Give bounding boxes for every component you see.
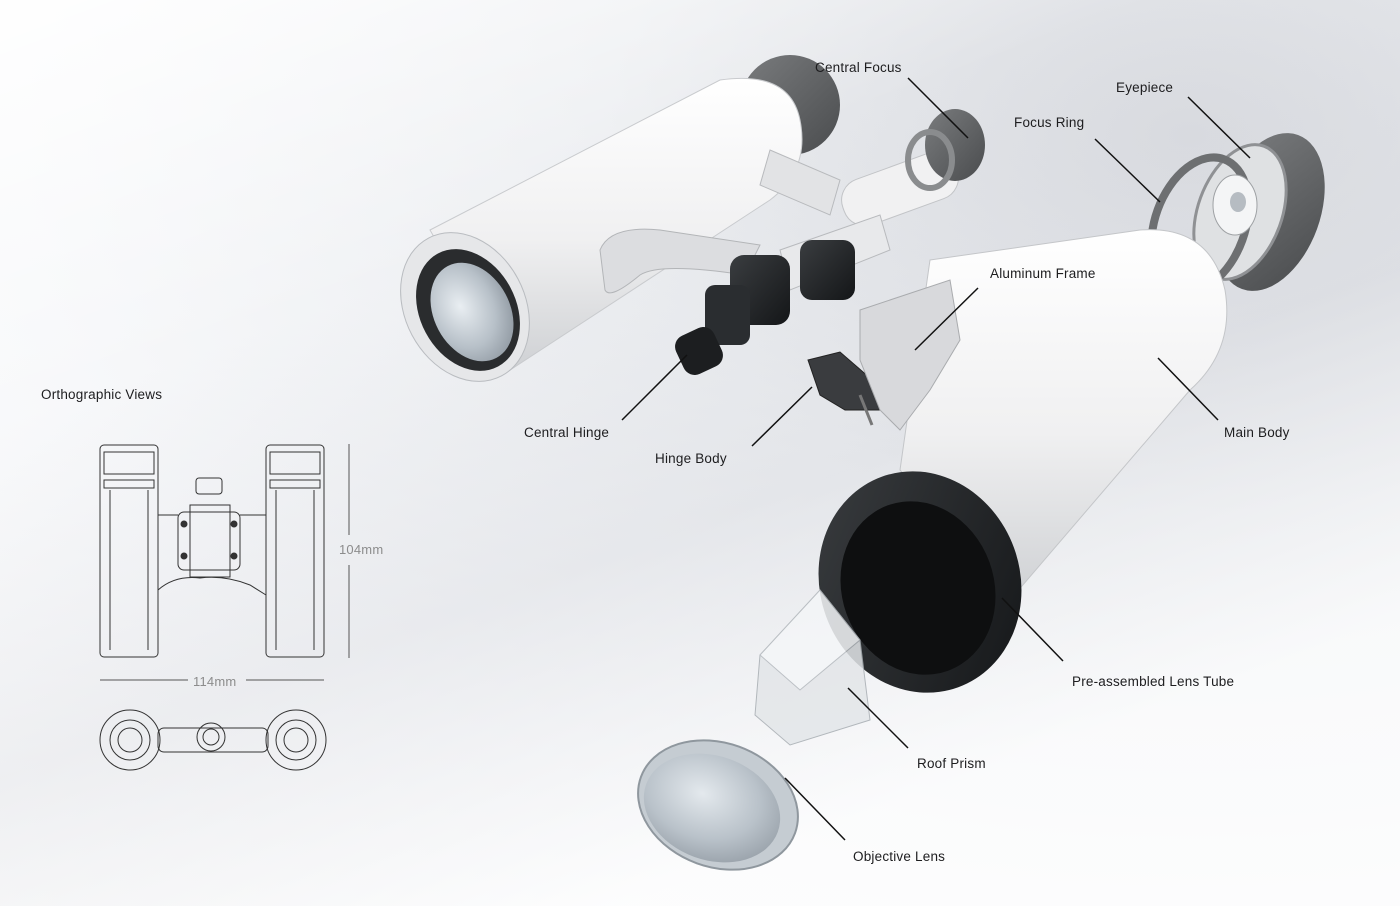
central-axle: [675, 109, 985, 375]
leader-hinge-body: [751, 386, 813, 447]
central-hinge-pin: [675, 327, 723, 375]
left-objective-glass: [430, 262, 514, 362]
label-main-body: Main Body: [1224, 425, 1290, 440]
label-central-focus: Central Focus: [815, 60, 902, 75]
leader-roof-prism: [847, 687, 909, 749]
orthographic-front-view: [99, 444, 325, 658]
right-barrel: [818, 229, 1228, 693]
leader-main-body: [1157, 357, 1219, 421]
label-aluminum-frame: Aluminum Frame: [990, 266, 1096, 281]
roof-prism: [754, 589, 871, 746]
orthographic-views-title: Orthographic Views: [41, 387, 163, 402]
label-focus-ring: Focus Ring: [1014, 115, 1085, 130]
width-dimension-label: 114mm: [193, 674, 237, 689]
leader-objective-lens: [784, 777, 846, 841]
label-objective-lens: Objective Lens: [853, 849, 946, 864]
label-roof-prism: Roof Prism: [917, 756, 986, 771]
hinge-collar: [800, 240, 855, 300]
height-dimension-label: 104mm: [339, 542, 384, 557]
orthographic-top-view: [99, 709, 327, 771]
left-barrel: [400, 55, 841, 382]
leader-central-focus: [907, 77, 969, 139]
label-hinge-body: Hinge Body: [655, 451, 727, 466]
leader-central-hinge: [621, 354, 688, 421]
aluminum-frame-shape: [859, 279, 961, 431]
leader-lines: [621, 77, 1251, 841]
objective-lens: [637, 739, 799, 871]
leader-lens-tube: [1001, 597, 1064, 662]
leader-eyepiece: [1187, 96, 1251, 159]
dimension-lines: [100, 444, 350, 681]
leader-aluminum-frame: [914, 287, 979, 351]
leader-focus-ring: [1094, 138, 1161, 203]
central-focus-knob: [925, 109, 985, 181]
label-lens-tube: Pre-assembled Lens Tube: [1072, 674, 1235, 689]
label-eyepiece: Eyepiece: [1116, 80, 1174, 95]
label-central-hinge: Central Hinge: [524, 425, 610, 440]
